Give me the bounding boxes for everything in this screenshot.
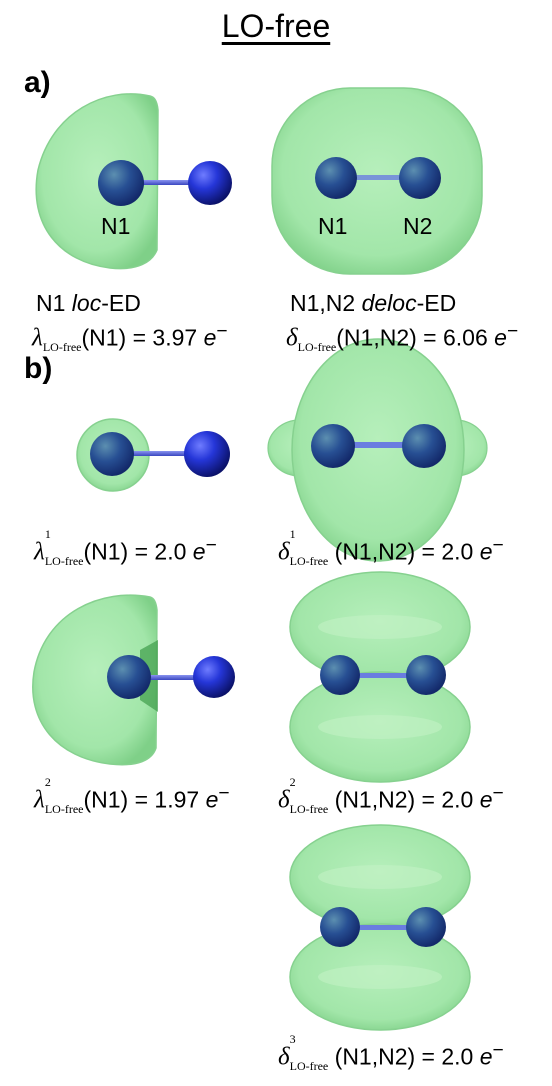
density-loc-n1	[35, 93, 159, 270]
atom-n2	[406, 907, 446, 947]
atom-label-n1: N1	[318, 213, 348, 239]
atom-n1	[320, 655, 360, 695]
atom-n1	[320, 907, 360, 947]
atom-n2	[184, 431, 230, 477]
atom-n1	[107, 655, 151, 699]
atom-n2	[402, 424, 446, 468]
atom-label-n1: N1	[101, 213, 131, 239]
atom-label-n2: N2	[403, 213, 433, 239]
density-delta3-n1-n2	[289, 824, 471, 1031]
panel-b-label: b)	[24, 352, 53, 385]
atom-n1	[98, 160, 144, 206]
page-title: LO-free	[221, 8, 331, 44]
atom-n1	[311, 424, 355, 468]
density-deloc-n1-n2	[271, 87, 483, 275]
atom-n2	[193, 656, 235, 698]
panel-a-label: a)	[24, 66, 51, 99]
atom-n2	[399, 157, 441, 199]
atom-n1	[90, 432, 134, 476]
density-delta1-n1-n2	[267, 338, 488, 562]
bond	[340, 673, 425, 678]
bond	[340, 925, 425, 930]
lambda-lo-free-n1: λLO-free(N1) = 3.97 e−	[32, 321, 228, 354]
loc-ed-caption: N1 loc-ED	[36, 290, 141, 316]
deloc-ed-caption: N1,N2 deloc-ED	[290, 290, 457, 316]
density-delta2-n1-n2	[289, 571, 471, 783]
atom-n2	[406, 655, 446, 695]
atom-n1	[315, 157, 357, 199]
atom-n2	[188, 161, 232, 205]
delta-lo-free-n1-n2: δLO-free(N1,N2) = 6.06 e−	[286, 321, 519, 354]
